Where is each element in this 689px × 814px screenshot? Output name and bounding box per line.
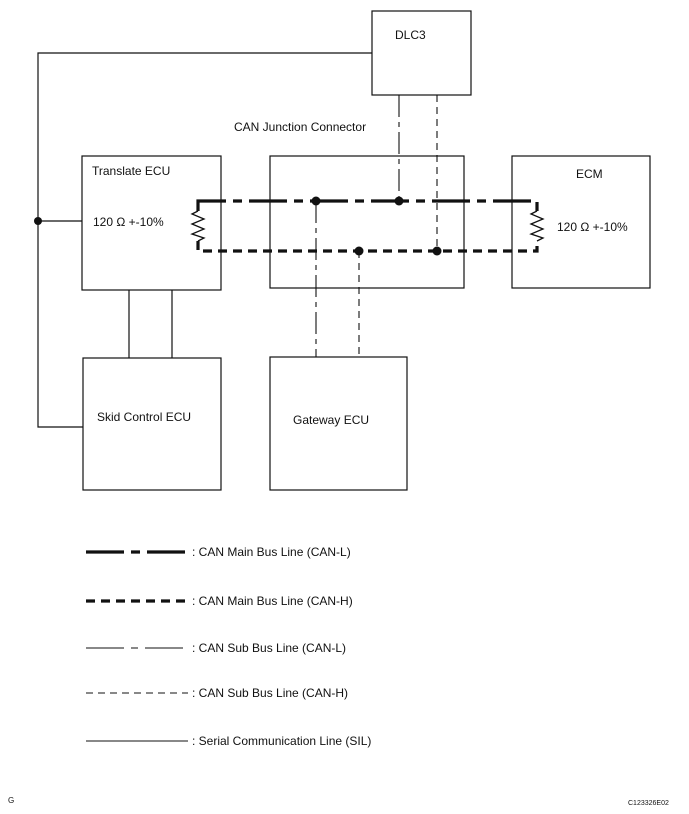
junction-dot-gateway-l bbox=[311, 196, 321, 206]
gateway-ecu-box bbox=[269, 356, 408, 491]
figure-code: C123326E02 bbox=[628, 800, 669, 807]
legend-label-sil: : Serial Communication Line (SIL) bbox=[192, 734, 372, 748]
legend-label-sub-h: : CAN Sub Bus Line (CAN-H) bbox=[192, 686, 349, 700]
translate-ecu-label: Translate ECU bbox=[92, 164, 171, 178]
skid-control-ecu-box bbox=[82, 357, 222, 491]
can-main-bus-l bbox=[196, 199, 539, 211]
dlc3-box bbox=[371, 10, 472, 96]
gateway-ecu-label: Gateway ECU bbox=[293, 413, 370, 427]
junction-dot-dlc3-l bbox=[394, 196, 404, 206]
translate-skid-wires bbox=[128, 290, 173, 358]
sil-line bbox=[37, 52, 372, 428]
legend-label-main-l: : CAN Main Bus Line (CAN-L) bbox=[192, 545, 351, 559]
legend-label-sub-l: : CAN Sub Bus Line (CAN-L) bbox=[192, 641, 347, 655]
translate-resistor-value: 120 Ω +-10% bbox=[93, 215, 164, 229]
junction-connector-caption: CAN Junction Connector bbox=[234, 120, 367, 134]
junction-dot-gateway-h bbox=[354, 246, 364, 256]
translate-ecu-box bbox=[81, 155, 222, 291]
sil-junction-dot bbox=[34, 217, 42, 225]
ecm-box bbox=[511, 155, 651, 289]
ecm-label: ECM bbox=[576, 167, 603, 181]
can-main-bus-h bbox=[196, 241, 539, 253]
translate-resistor-symbol bbox=[190, 210, 206, 242]
ecm-resistor-value: 120 Ω +-10% bbox=[557, 220, 628, 234]
footer-left-mark: G bbox=[8, 796, 15, 805]
ecm-resistor-symbol bbox=[529, 210, 545, 242]
dlc3-label: DLC3 bbox=[395, 28, 426, 42]
junction-connector-box bbox=[269, 155, 465, 289]
junction-dot-dlc3-h bbox=[432, 246, 442, 256]
legend-label-main-h: : CAN Main Bus Line (CAN-H) bbox=[192, 594, 353, 608]
skid-control-ecu-label: Skid Control ECU bbox=[97, 410, 192, 424]
